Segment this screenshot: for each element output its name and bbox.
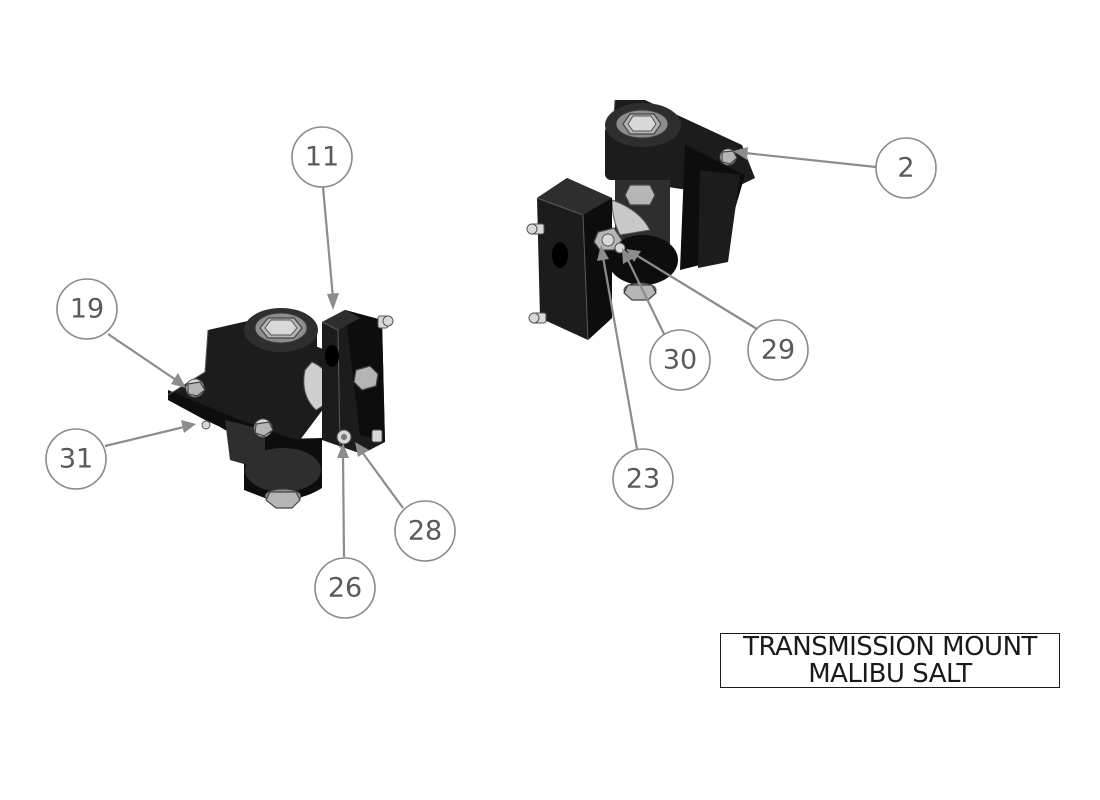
balloon-19-label: 19 <box>70 294 104 325</box>
balloon-30-label: 30 <box>663 345 697 376</box>
balloon-31: 31 <box>45 428 107 490</box>
balloon-11-label: 11 <box>305 142 339 173</box>
drawing-title-block: TRANSMISSION MOUNT MALIBU SALT <box>720 633 1060 688</box>
balloon-11: 11 <box>291 126 353 188</box>
balloon-30: 30 <box>649 329 711 391</box>
balloon-2: 2 <box>875 137 937 199</box>
right-mount-assembly <box>526 99 755 341</box>
balloon-28: 28 <box>394 500 456 562</box>
left-mount-assembly <box>167 308 394 509</box>
balloon-23: 23 <box>612 448 674 510</box>
drawing-title-line-1: TRANSMISSION MOUNT <box>743 631 1037 662</box>
balloon-23-label: 23 <box>626 464 660 495</box>
balloon-26: 26 <box>314 557 376 619</box>
balloon-29-label: 29 <box>761 335 795 366</box>
balloon-2-label: 2 <box>897 153 914 184</box>
balloon-29: 29 <box>747 319 809 381</box>
balloon-28-label: 28 <box>408 516 442 547</box>
balloon-31-label: 31 <box>59 444 93 475</box>
balloon-26-label: 26 <box>328 573 362 604</box>
drawing-title-line-2: MALIBU SALT <box>808 658 972 689</box>
leader-lines <box>104 147 877 558</box>
balloon-19: 19 <box>56 278 118 340</box>
